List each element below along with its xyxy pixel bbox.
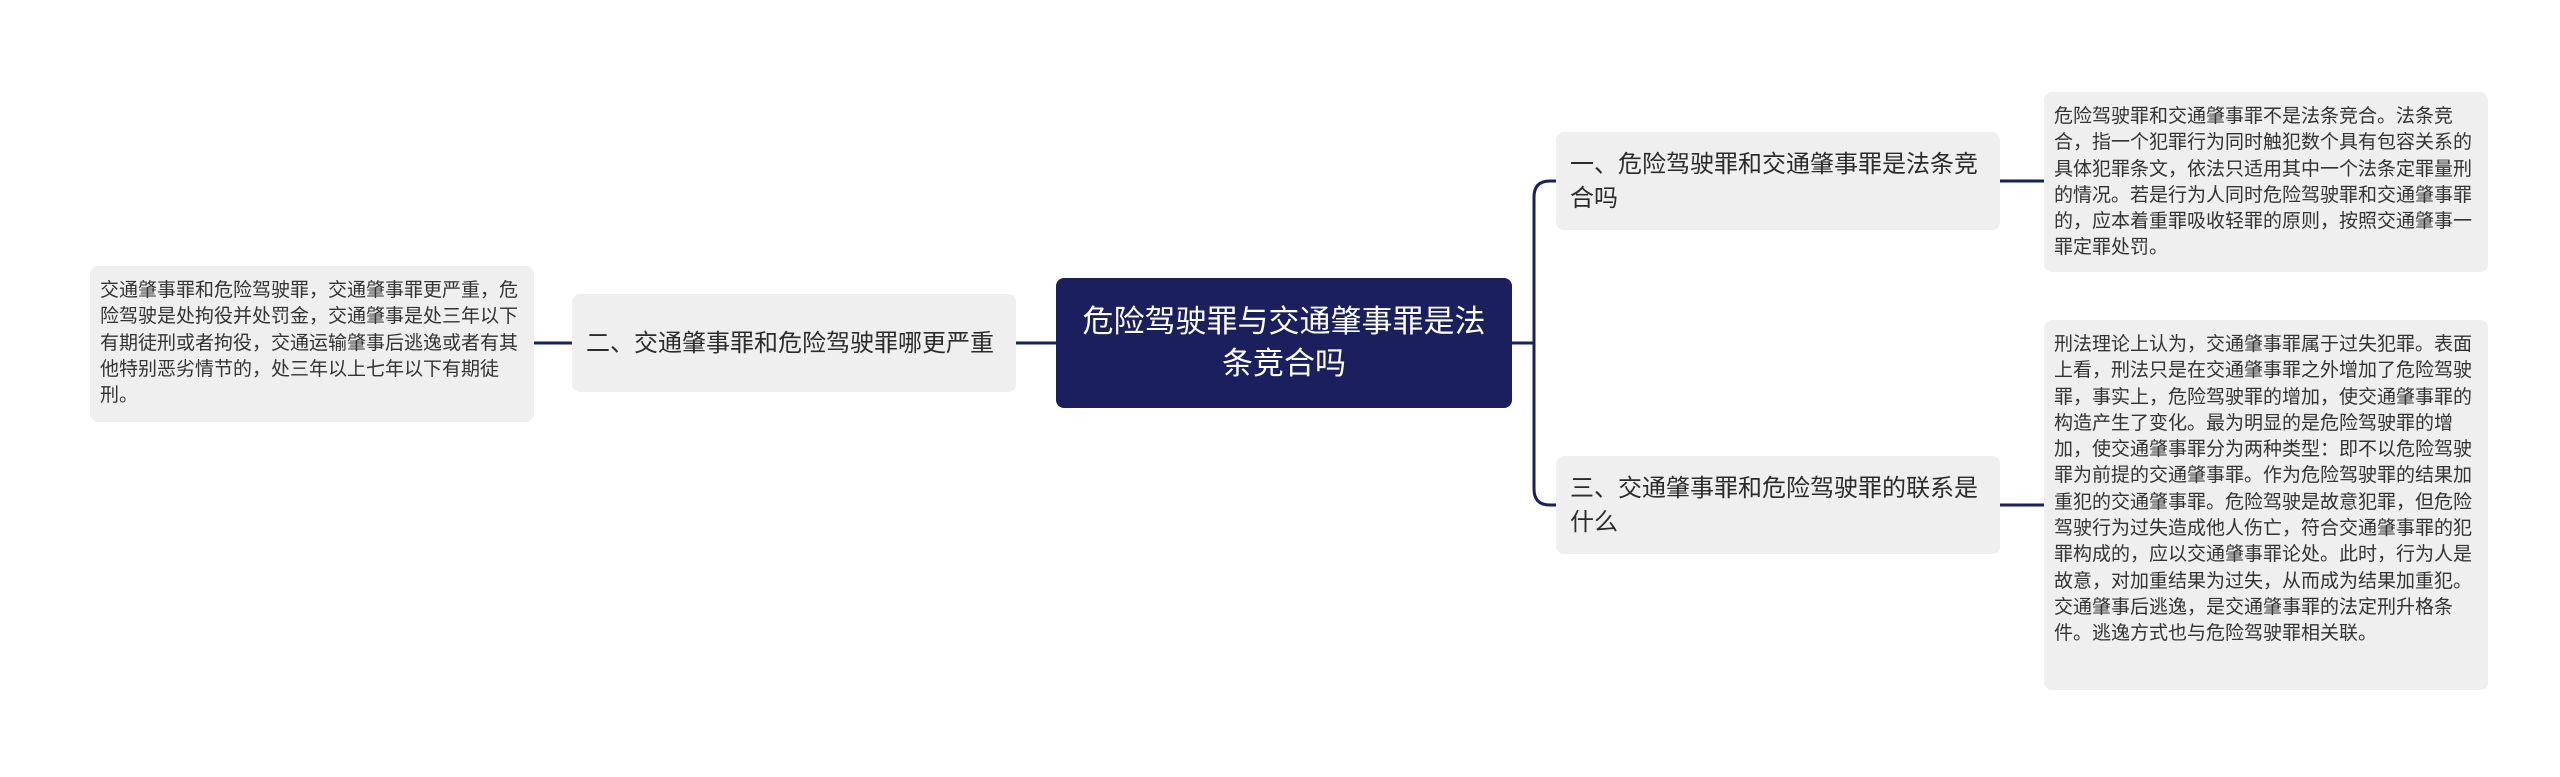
detail-note-2[interactable]: 交通肇事罪和危险驾驶罪，交通肇事罪更严重，危险驾驶是处拘役并处罚金，交通肇事是处… <box>90 266 534 422</box>
connector-central-to-branch-1 <box>1512 179 1556 345</box>
central-topic[interactable]: 危险驾驶罪与交通肇事罪是法条竞合吗 <box>1056 278 1512 408</box>
central-topic-text: 危险驾驶罪与交通肇事罪是法条竞合吗 <box>1082 304 1486 382</box>
connector-central-to-branch-3 <box>1512 341 1556 507</box>
branch-topic-1[interactable]: 一、危险驾驶罪和交通肇事罪是法条竞合吗 <box>1556 132 2000 230</box>
detail-note-3-text: 刑法理论上认为，交通肇事罪属于过失犯罪。表面上看，刑法只是在交通肇事罪之外增加了… <box>2054 333 2473 645</box>
branch-topic-3[interactable]: 三、交通肇事罪和危险驾驶罪的联系是什么 <box>1556 456 2000 554</box>
detail-note-1[interactable]: 危险驾驶罪和交通肇事罪不是法条竞合。法条竞合，指一个犯罪行为同时触犯数个具有包容… <box>2044 92 2488 272</box>
branch-topic-2-text: 二、交通肇事罪和危险驾驶罪哪更严重 <box>586 329 994 357</box>
detail-note-2-text: 交通肇事罪和危险驾驶罪，交通肇事罪更严重，危险驾驶是处拘役并处罚金，交通肇事是处… <box>100 279 519 407</box>
branch-topic-3-text: 三、交通肇事罪和危险驾驶罪的联系是什么 <box>1570 474 1978 536</box>
branch-topic-1-text: 一、危险驾驶罪和交通肇事罪是法条竞合吗 <box>1570 150 1978 212</box>
detail-note-1-text: 危险驾驶罪和交通肇事罪不是法条竞合。法条竞合，指一个犯罪行为同时触犯数个具有包容… <box>2054 105 2473 259</box>
detail-note-3[interactable]: 刑法理论上认为，交通肇事罪属于过失犯罪。表面上看，刑法只是在交通肇事罪之外增加了… <box>2044 320 2488 690</box>
branch-topic-2[interactable]: 二、交通肇事罪和危险驾驶罪哪更严重 <box>572 294 1016 392</box>
